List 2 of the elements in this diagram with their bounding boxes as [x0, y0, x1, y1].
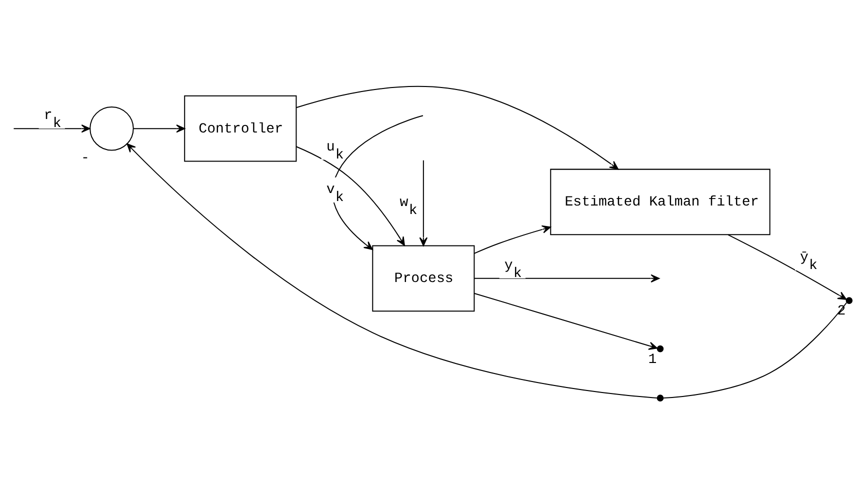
node-label: - — [81, 150, 90, 166]
node-label: 1 — [648, 352, 657, 368]
